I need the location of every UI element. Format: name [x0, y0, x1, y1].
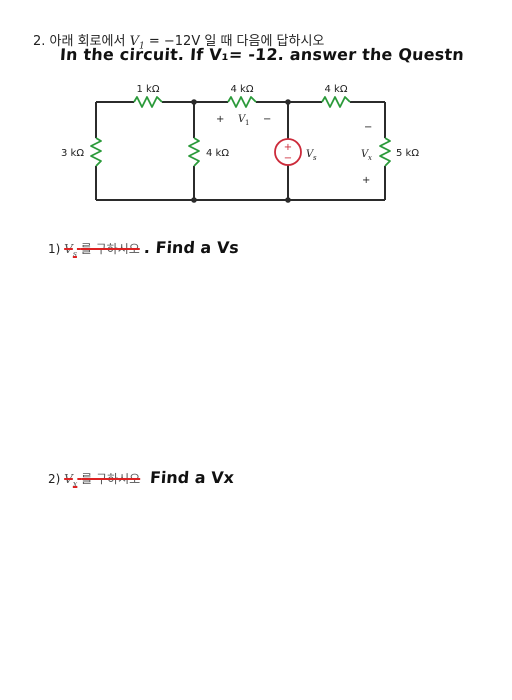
- node-bottom-mid: [191, 197, 197, 203]
- question-korean-prefix: 아래 회로에서: [49, 34, 126, 49]
- sub1-handwritten: . Find a Vs: [142, 238, 240, 257]
- question-title: 2. 아래 회로에서 V1 = −12V 일 때 다음에 답하시오: [33, 30, 324, 52]
- question-number: 2.: [33, 34, 46, 49]
- sub2-handwritten: Find a Vx: [149, 468, 235, 487]
- sub-question-1: 1) Vs 를 구하시오 . Find a Vs: [48, 238, 240, 259]
- resistor-top-mid: [227, 96, 257, 108]
- question-korean-suffix: 일 때 다음에 답하시오: [204, 34, 325, 49]
- condition-variable: V1: [129, 34, 145, 52]
- vs-label: V: [306, 149, 315, 160]
- sub-question-2: 2) Vx 를 구하시오 Find a Vx: [48, 468, 235, 489]
- sub1-number: 1): [48, 242, 61, 256]
- vx-minus: −: [364, 122, 372, 133]
- label-r-top-right: 4 kΩ: [325, 84, 348, 95]
- vx-label: V: [361, 149, 370, 160]
- label-r-top-mid: 4 kΩ: [231, 84, 254, 95]
- vs-subscript: s: [313, 154, 317, 162]
- label-r-left: 3 kΩ: [61, 148, 84, 159]
- resistor-top-left: [133, 96, 163, 108]
- label-r-right: 5 kΩ: [396, 148, 419, 159]
- node-bottom-right: [285, 197, 291, 203]
- vx-subscript: x: [368, 154, 372, 162]
- v1-plus: +: [216, 114, 224, 125]
- resistor-left: [90, 137, 102, 167]
- voltage-source-vs: [274, 138, 302, 166]
- sub2-number: 2): [48, 472, 61, 486]
- v1-subscript: 1: [245, 119, 249, 127]
- sub1-struck-korean: Vs 를 구하시오: [64, 242, 140, 259]
- sub2-struck-korean: Vx 를 구하시오: [64, 472, 141, 489]
- condition-value: = −12V: [148, 34, 201, 49]
- source-plus-sign: +: [284, 142, 292, 153]
- resistor-right: [379, 137, 391, 167]
- label-r-mid: 4 kΩ: [206, 148, 229, 159]
- v1-label: V: [238, 114, 247, 125]
- circuit-diagram: + − 1 kΩ 4 kΩ 4 kΩ 3 kΩ 4 kΩ 5 kΩ + V 1 …: [61, 84, 419, 203]
- node-top-mid: [191, 99, 197, 105]
- source-minus-sign: −: [284, 153, 292, 164]
- label-r-top-left: 1 kΩ: [137, 84, 160, 95]
- resistor-top-right: [321, 96, 351, 108]
- node-top-right: [285, 99, 291, 105]
- resistor-mid: [188, 137, 200, 167]
- circuit-wires: [95, 101, 386, 201]
- vx-plus: +: [362, 175, 370, 186]
- v1-minus: −: [263, 114, 271, 125]
